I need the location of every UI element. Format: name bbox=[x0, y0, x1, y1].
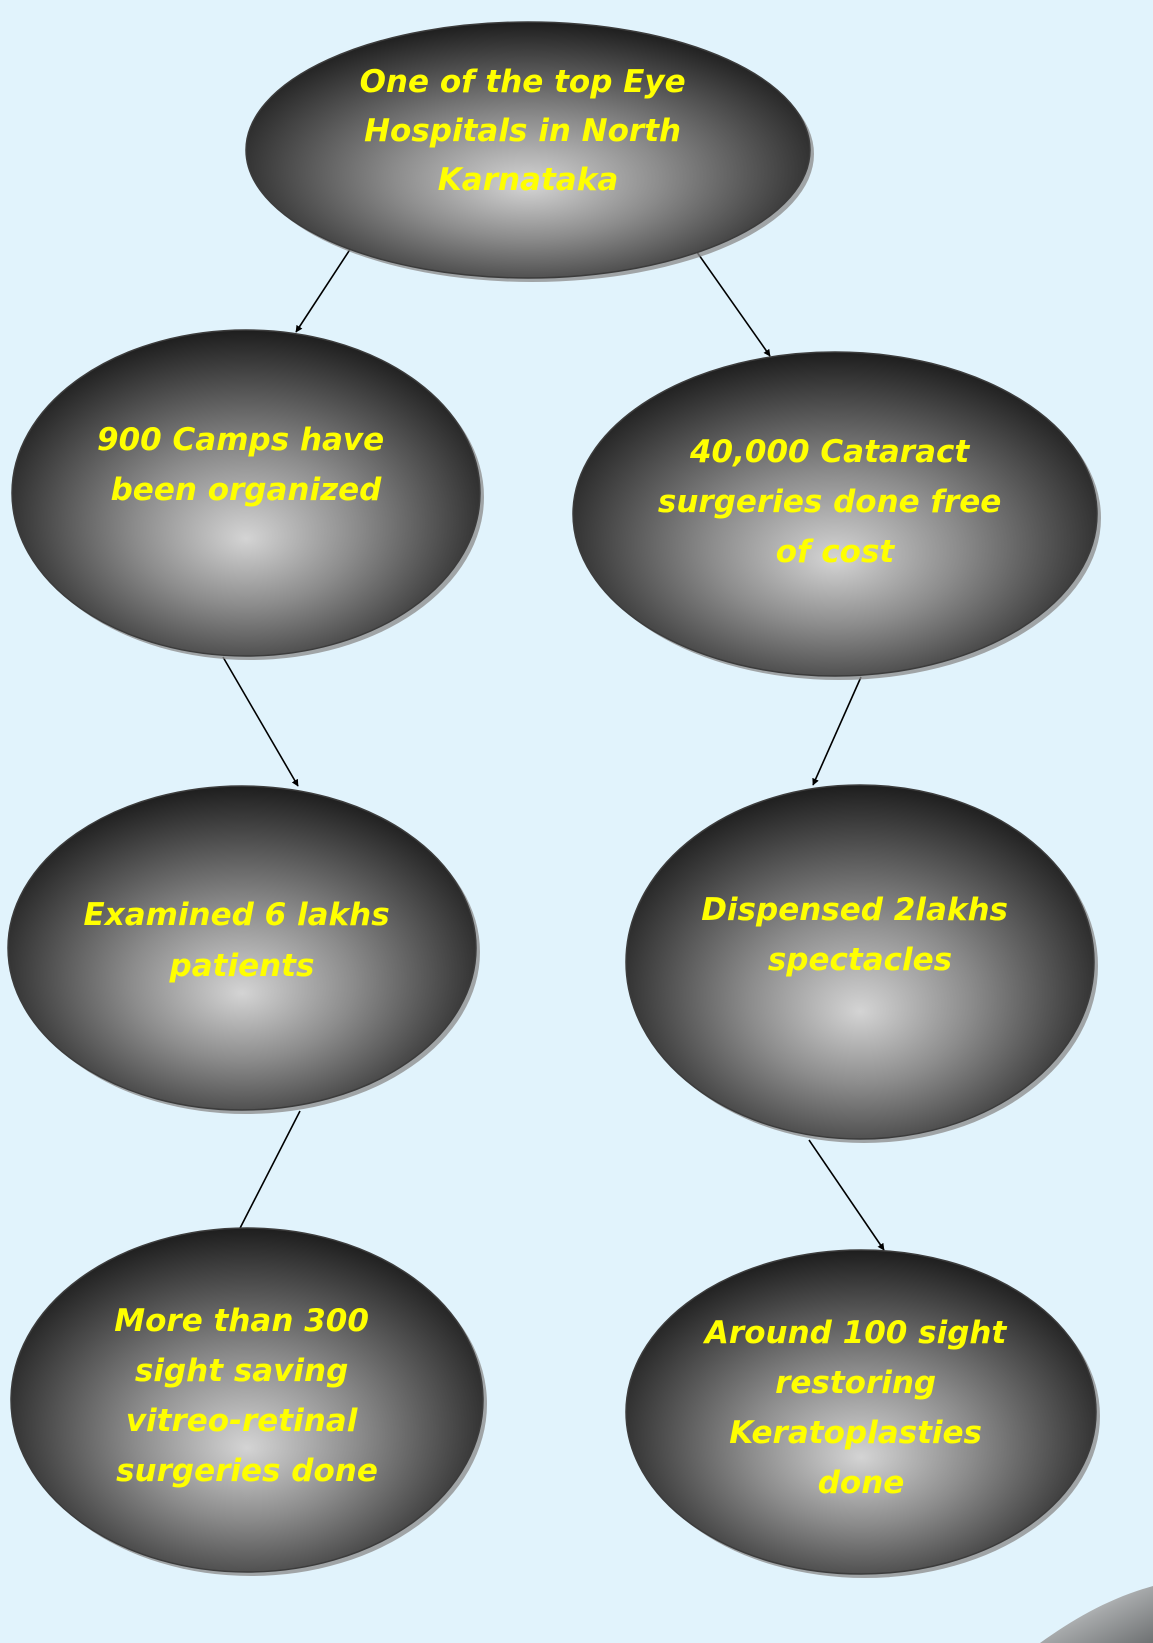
node-camps-line-1: 900 Camps have bbox=[97, 422, 384, 458]
svg-text:Around 100 sight restor: Around 100 sight restoring Keratoplastie… bbox=[702, 1315, 1017, 1501]
node-kerato-ellipse bbox=[625, 1249, 1097, 1575]
svg-text:Dispensed 2lakhs spectac: Dispensed 2lakhs spectacles bbox=[701, 892, 1019, 978]
arrow-cataract-spectacles bbox=[812, 676, 862, 786]
node-top-line-1: One of the top Eye bbox=[360, 64, 686, 100]
node-camps-organized: 900 Camps have been organized bbox=[11, 329, 484, 660]
svg-text:40,000 Cataract surgerie: 40,000 Cataract surgeries done free of c… bbox=[658, 434, 1012, 570]
node-top-ellipse bbox=[245, 21, 811, 279]
svg-text:Examined 6 lakhs patient: Examined 6 lakhs patients bbox=[84, 897, 401, 984]
node-vitreo-line-3: vitreo-retinal bbox=[126, 1403, 358, 1439]
node-examined-line-1: Examined 6 lakhs bbox=[84, 897, 390, 933]
node-spectacles-ellipse bbox=[625, 784, 1095, 1140]
node-kerato-line-3: Keratoplasties bbox=[729, 1415, 982, 1451]
node-kerato-line-2: restoring bbox=[775, 1365, 936, 1401]
node-spectacles-line-1: Dispensed 2lakhs bbox=[701, 892, 1008, 928]
node-camps-ellipse bbox=[11, 329, 481, 657]
svg-text:900 Camps have been orga: 900 Camps have been organized bbox=[97, 422, 395, 508]
node-examined-ellipse bbox=[7, 785, 477, 1111]
node-cataract-line-1: 40,000 Cataract bbox=[689, 434, 970, 470]
node-top-hospital-rank: One of the top Eye Hospitals in North Ka… bbox=[245, 21, 814, 282]
node-vitreo-line-2: sight saving bbox=[135, 1353, 348, 1389]
node-top-line-3: Karnataka bbox=[438, 162, 619, 198]
corner-decoration bbox=[1040, 1586, 1153, 1643]
node-kerato-line-1: Around 100 sight bbox=[702, 1315, 1008, 1351]
node-camps-line-2: been organized bbox=[111, 472, 383, 508]
node-examined-line-2: patients bbox=[169, 948, 315, 984]
svg-text:One of the top Eye Hospi: One of the top Eye Hospitals in North Ka… bbox=[360, 64, 697, 198]
node-cataract-line-3: of cost bbox=[776, 534, 896, 570]
arrow-spectacles-kerato bbox=[808, 1139, 885, 1251]
node-vitreo-line-4: surgeries done bbox=[116, 1453, 378, 1489]
svg-text:More than 300 sight savi: More than 300 sight saving vitreo-retina… bbox=[114, 1303, 379, 1489]
node-spectacles-line-2: spectacles bbox=[768, 942, 952, 978]
node-vitreo-retinal-surgeries: More than 300 sight saving vitreo-retina… bbox=[10, 1227, 487, 1576]
arrow-examined-vitreo bbox=[234, 1110, 301, 1239]
node-spectacles-dispensed: Dispensed 2lakhs spectacles bbox=[625, 784, 1098, 1143]
node-top-line-2: Hospitals in North bbox=[364, 113, 681, 149]
node-vitreo-line-1: More than 300 bbox=[114, 1303, 369, 1339]
node-kerato-line-4: done bbox=[818, 1465, 905, 1501]
node-cataract-ellipse bbox=[572, 351, 1098, 677]
node-cataract-line-2: surgeries done free bbox=[658, 484, 1001, 520]
arrow-camps-examined bbox=[222, 656, 299, 787]
node-examined-patients: Examined 6 lakhs patients bbox=[7, 785, 480, 1114]
node-cataract-surgeries: 40,000 Cataract surgeries done free of c… bbox=[572, 351, 1101, 680]
node-keratoplasties: Around 100 sight restoring Keratoplastie… bbox=[625, 1249, 1100, 1578]
node-vitreo-ellipse bbox=[10, 1227, 484, 1573]
